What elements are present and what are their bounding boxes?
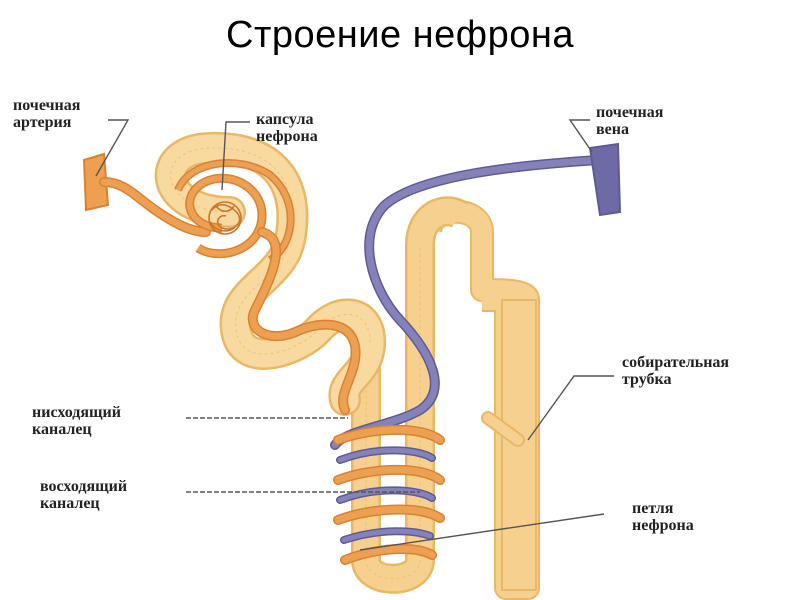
label-ascending-tubule: восходящий каналец <box>40 478 128 512</box>
leader-renal-artery <box>95 119 130 177</box>
leader-nephron-loop <box>359 513 605 551</box>
renal-artery-vessel <box>82 152 445 565</box>
collecting-duct <box>418 199 540 600</box>
leader-lines <box>95 119 614 551</box>
label-nephron-capsule: капсула нефрона <box>256 111 318 145</box>
renal-vein-vessel <box>330 142 622 544</box>
leader-collecting-duct <box>527 375 614 441</box>
label-nephron-loop: петля нефрона <box>632 500 694 534</box>
leader-renal-vein <box>568 119 593 153</box>
nephron-loop-tubule <box>351 196 469 594</box>
label-descending-tubule: нисходящий каналец <box>32 404 121 438</box>
label-renal-artery: почечная артерия <box>13 97 81 131</box>
page-title: Строение нефрона <box>226 14 574 56</box>
label-collecting-duct: собирательная трубка <box>622 354 730 388</box>
glomerulus <box>208 201 242 235</box>
label-renal-vein: почечная вена <box>596 104 664 138</box>
leader-nephron-capsule <box>221 121 250 191</box>
